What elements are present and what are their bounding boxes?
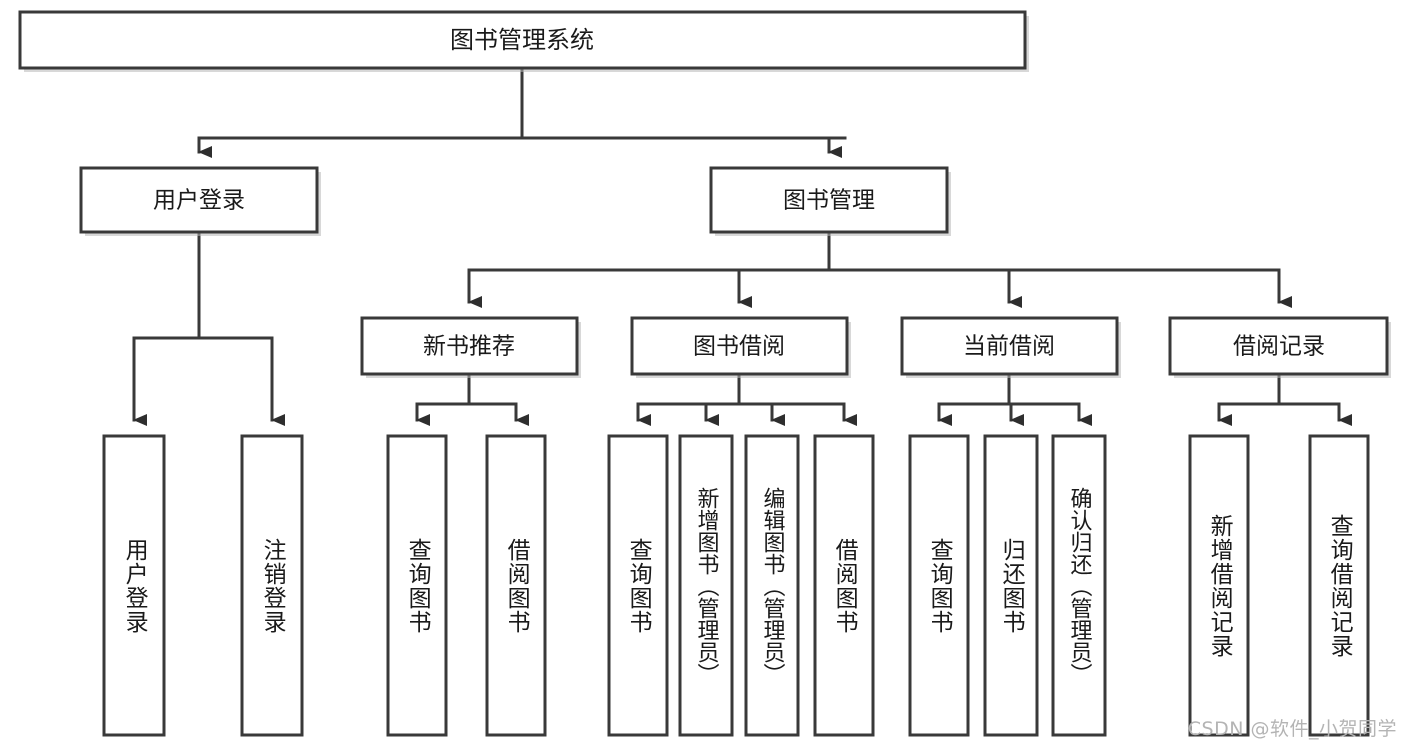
node-user-login[interactable]: 用户登录 — [79, 166, 321, 236]
edge-current-borrow-to-leaves — [937, 372, 1092, 426]
node-leaf-add-book-admin[interactable]: 新增图书（管理员） — [678, 434, 734, 737]
node-leaf-query-book-rec-label: 查询图书 — [404, 537, 431, 634]
node-new-book-recommend-label: 新书推荐 — [423, 334, 515, 360]
node-borrow-record[interactable]: 借阅记录 — [1168, 316, 1391, 378]
node-leaf-borrow-book-bor-label: 借阅图书 — [831, 537, 858, 634]
node-leaf-return-book-label: 归还图书 — [998, 537, 1025, 634]
node-leaf-borrow-book-rec[interactable]: 借阅图书 — [485, 434, 547, 737]
node-user-login-label: 用户登录 — [153, 188, 245, 214]
edge-new-book-recommend-to-leaves — [415, 372, 529, 426]
node-root[interactable]: 图书管理系统 — [18, 10, 1029, 72]
node-leaf-query-borrow-rec[interactable]: 查询借阅记录 — [1308, 434, 1370, 737]
node-leaf-return-book[interactable]: 归还图书 — [983, 434, 1039, 737]
node-leaf-confirm-return-label: 确认归还（管理员） — [1066, 486, 1092, 685]
edge-book-borrow-to-leaves — [636, 372, 857, 426]
node-leaf-borrow-book-rec-label: 借阅图书 — [503, 537, 530, 634]
node-borrow-record-label: 借阅记录 — [1233, 334, 1325, 360]
node-leaf-confirm-return[interactable]: 确认归还（管理员） — [1051, 434, 1107, 737]
node-leaf-edit-book-admin-label: 编辑图书（管理员） — [759, 486, 785, 685]
node-leaf-user-login[interactable]: 用户登录 — [102, 434, 166, 737]
node-book-manage[interactable]: 图书管理 — [709, 166, 951, 236]
edge-borrow-record-to-leaves — [1217, 372, 1352, 426]
node-leaf-add-borrow-rec-label: 新增借阅记录 — [1206, 513, 1233, 658]
node-leaf-query-book-rec[interactable]: 查询图书 — [386, 434, 448, 737]
node-new-book-recommend[interactable]: 新书推荐 — [360, 316, 581, 378]
node-current-borrow[interactable]: 当前借阅 — [900, 316, 1121, 378]
node-leaf-borrow-book-bor[interactable]: 借阅图书 — [813, 434, 875, 737]
node-leaf-edit-book-admin[interactable]: 编辑图书（管理员） — [744, 434, 800, 737]
node-leaf-query-book-bor-label: 查询图书 — [625, 537, 652, 634]
node-leaf-add-book-admin-label: 新增图书（管理员） — [693, 486, 719, 685]
node-leaf-user-login-label: 用户登录 — [121, 537, 148, 634]
node-leaf-query-book-cur[interactable]: 查询图书 — [908, 434, 970, 737]
edge-root-to-level2 — [197, 66, 847, 158]
node-leaf-user-logout[interactable]: 注销登录 — [240, 434, 304, 737]
connector-layer — [132, 66, 1352, 426]
node-book-borrow-label: 图书借阅 — [693, 334, 785, 360]
node-leaf-query-book-cur-label: 查询图书 — [926, 537, 953, 634]
node-book-manage-label: 图书管理 — [783, 188, 875, 214]
node-book-borrow[interactable]: 图书借阅 — [630, 316, 851, 378]
node-leaf-user-logout-label: 注销登录 — [259, 537, 286, 634]
node-leaf-query-borrow-rec-label: 查询借阅记录 — [1326, 513, 1353, 658]
edge-book-manage-to-level3 — [467, 230, 1292, 308]
node-leaf-query-book-bor[interactable]: 查询图书 — [607, 434, 669, 737]
node-current-borrow-label: 当前借阅 — [963, 334, 1055, 360]
node-root-label: 图书管理系统 — [450, 26, 594, 54]
node-leaf-add-borrow-rec[interactable]: 新增借阅记录 — [1188, 434, 1250, 737]
edge-user-login-to-leaves — [132, 230, 285, 426]
